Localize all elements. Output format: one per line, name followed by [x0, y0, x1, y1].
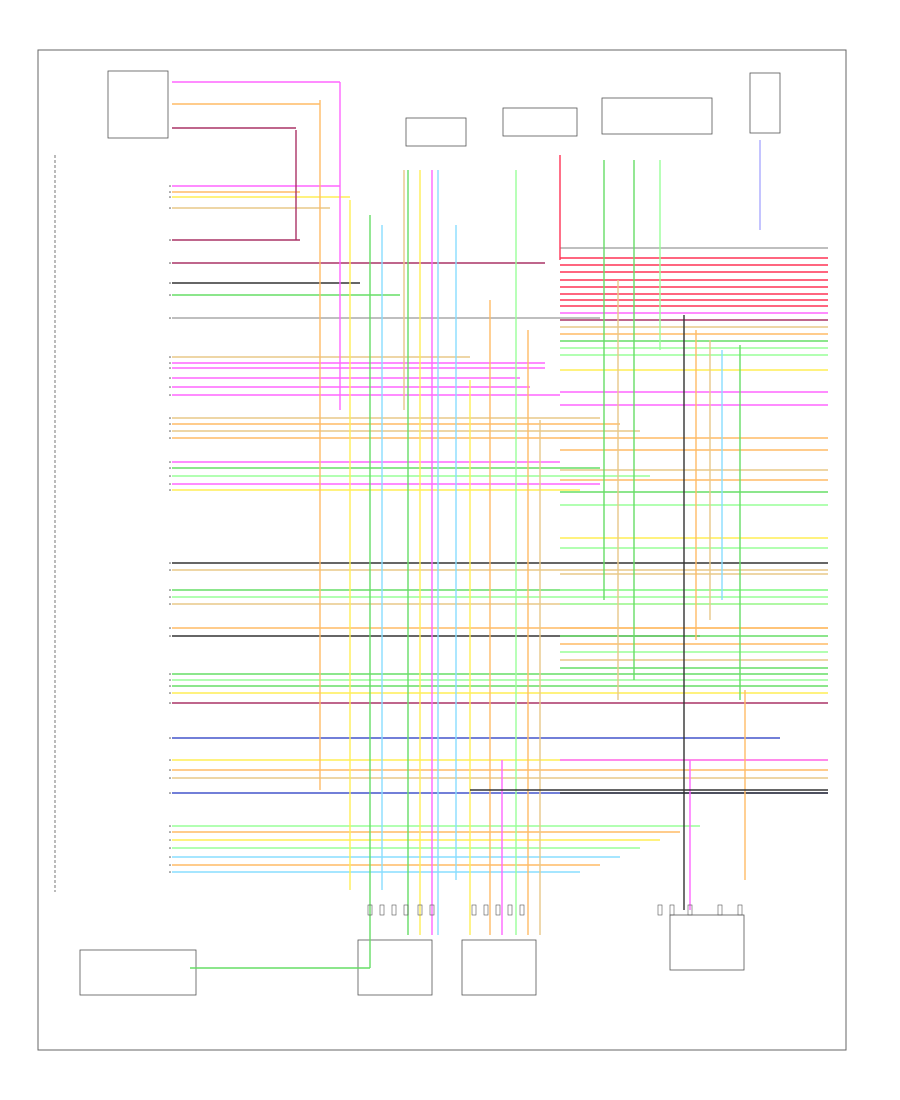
pin-47 [169, 871, 171, 873]
pin-37 [169, 759, 171, 761]
connector-pin-11 [657, 904, 663, 916]
connector-pin-9 [507, 904, 513, 916]
connector-pin-3 [403, 904, 409, 916]
pin-22 [169, 483, 171, 485]
pin-0 [169, 185, 171, 187]
pin-31 [169, 673, 171, 675]
pins [169, 185, 743, 916]
pin-33 [169, 685, 171, 687]
pin-32 [169, 679, 171, 681]
connector-pin-15 [737, 904, 743, 916]
pin-5 [169, 262, 171, 264]
pin-19 [169, 461, 171, 463]
solenoid-box-2 [461, 939, 537, 996]
pin-16 [169, 423, 171, 425]
pin-44 [169, 847, 171, 849]
solenoid-box-3 [669, 914, 745, 971]
connector-pin-0 [367, 904, 373, 916]
components [54, 70, 781, 996]
top-left-module-box [107, 70, 169, 139]
wires [172, 81, 828, 969]
pin-17 [169, 430, 171, 432]
pin-8 [169, 317, 171, 319]
connector-pin-5 [429, 904, 435, 916]
pin-29 [169, 627, 171, 629]
pin-23 [169, 489, 171, 491]
pin-24 [169, 562, 171, 564]
pin-12 [169, 377, 171, 379]
connector-pin-6 [471, 904, 477, 916]
connector-pin-13 [687, 904, 693, 916]
connector-pin-7 [483, 904, 489, 916]
pin-43 [169, 839, 171, 841]
pin-25 [169, 569, 171, 571]
pin-38 [169, 769, 171, 771]
pin-40 [169, 792, 171, 794]
pin-10 [169, 362, 171, 364]
pin-35 [169, 702, 171, 704]
diagram-frame [37, 49, 847, 1051]
pin-36 [169, 737, 171, 739]
connector-pin-14 [717, 904, 723, 916]
pin-15 [169, 417, 171, 419]
pin-13 [169, 386, 171, 388]
pin-11 [169, 367, 171, 369]
pin-1 [169, 191, 171, 193]
connector-pin-12 [669, 904, 675, 916]
top-sensor-box [405, 117, 467, 147]
connector-pin-8 [495, 904, 501, 916]
top-center-sensor-box [502, 107, 578, 137]
pin-6 [169, 282, 171, 284]
pin-27 [169, 596, 171, 598]
pin-28 [169, 603, 171, 605]
connector-pin-10 [519, 904, 525, 916]
pin-46 [169, 864, 171, 866]
pin-18 [169, 437, 171, 439]
pin-14 [169, 394, 171, 396]
pin-45 [169, 856, 171, 858]
pin-20 [169, 467, 171, 469]
pin-2 [169, 196, 171, 198]
pin-30 [169, 635, 171, 637]
pin-9 [169, 356, 171, 358]
pin-3 [169, 207, 171, 209]
pin-7 [169, 294, 171, 296]
connector-pin-2 [391, 904, 397, 916]
top-right-sensor-box [749, 72, 781, 134]
pin-34 [169, 692, 171, 694]
bottom-left-sensor-box [79, 949, 197, 996]
pin-42 [169, 831, 171, 833]
pin-26 [169, 589, 171, 591]
pin-41 [169, 825, 171, 827]
pin-4 [169, 239, 171, 241]
top-right-switch-box [601, 97, 713, 135]
connector-pin-1 [379, 904, 385, 916]
pin-21 [169, 475, 171, 477]
pin-39 [169, 777, 171, 779]
connector-pin-4 [417, 904, 423, 916]
